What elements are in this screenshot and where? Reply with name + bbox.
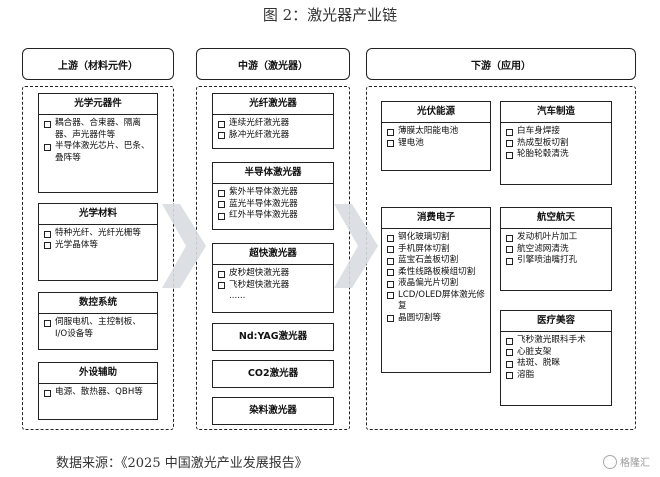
downstream-header: 下游（应用） (366, 48, 636, 80)
midstream-group-dye-laser: 染料激光器 (212, 397, 334, 425)
list-item: 溶脂 (505, 370, 607, 382)
group-title: 光学材料 (39, 204, 157, 225)
list-item: 特种光纤、光纤光栅等 (43, 228, 153, 240)
midstream-group-ndyag-laser: Nd:YAG激光器 (212, 323, 334, 351)
list-item: 光学晶体等 (43, 240, 153, 252)
downstream-group-automotive: 汽车制造 白车身焊接 热成型板切割 轮胎轮毂清洗 (500, 101, 612, 185)
group-title: 汽车制造 (501, 102, 611, 123)
group-title: 染料激光器 (249, 405, 297, 417)
list-item: 皮秒超快激光器 (217, 268, 329, 280)
group-title: 消费电子 (382, 208, 490, 229)
list-item: 热成型板切割 (505, 138, 607, 150)
upstream-group-peripherals: 外设辅助 电源、散热器、QBH等 (38, 362, 158, 420)
upstream-group-optical-materials: 光学材料 特种光纤、光纤光栅等 光学晶体等 (38, 203, 158, 281)
group-title: 光学元器件 (39, 94, 157, 115)
list-item: 白车身焊接 (505, 126, 607, 138)
list-item: 紫外半导体激光器 (217, 187, 329, 199)
list-item: 伺服电机、主控制板、I/O设备等 (43, 317, 153, 340)
midstream-group-semiconductor-laser: 半导体激光器 紫外半导体激光器 蓝光半导体激光器 红外半导体激光器 (212, 162, 334, 230)
midstream-header: 中游（激光器） (196, 48, 350, 80)
list-item: 连续光纤激光器 (217, 118, 329, 130)
watermark-logo-icon (603, 454, 617, 469)
list-item: 液晶偏光片切割 (386, 278, 486, 290)
group-title: 光伏能源 (382, 102, 490, 123)
list-item: 飞秒激光眼科手术 (505, 335, 607, 347)
list-item: 心脏支架 (505, 347, 607, 359)
upstream-group-optical-components: 光学元器件 耦合器、合束器、隔离器、声光器件等 半导体激光芯片、巴条、叠阵等 (38, 93, 158, 193)
downstream-group-consumer-electronics: 消费电子 钢化玻璃切割 手机屏体切割 蓝宝石盖板切割 柔性线路板模组切割 液晶偏… (381, 207, 491, 373)
group-title: Nd:YAG激光器 (238, 331, 308, 343)
list-item: 蓝光半导体激光器 (217, 199, 329, 211)
group-title: 航空航天 (501, 208, 611, 229)
list-item: 轮胎轮毂清洗 (505, 149, 607, 161)
more-ellipsis: ...... (229, 291, 246, 301)
downstream-group-pv-energy: 光伏能源 薄膜太阳能电池 锂电池 (381, 101, 491, 171)
upstream-header: 上游（材料元件） (22, 48, 174, 80)
list-item: 脉冲光纤激光器 (217, 130, 329, 142)
upstream-panel (22, 86, 174, 430)
group-title: 超快激光器 (213, 244, 333, 265)
list-item: 引擎喷油嘴打孔 (505, 255, 607, 267)
list-item: 红外半导体激光器 (217, 210, 329, 222)
watermark: 格隆汇 (603, 454, 650, 469)
flow-arrow-upstream-to-midstream (162, 204, 206, 288)
list-item: 半导体激光芯片、巴条、叠阵等 (43, 141, 153, 164)
downstream-group-aerospace: 航空航天 发动机叶片加工 航空滤网清洗 引擎喷油嘴打孔 (500, 207, 612, 291)
data-source-note: 数据来源：《2025 中国激光产业发展报告》 (56, 456, 308, 471)
list-item: 发动机叶片加工 (505, 232, 607, 244)
list-item: 钢化玻璃切割 (386, 232, 486, 244)
group-title: CO2激光器 (247, 368, 299, 380)
upstream-group-cnc-system: 数控系统 伺服电机、主控制板、I/O设备等 (38, 292, 158, 350)
list-item: 锂电池 (386, 138, 486, 150)
list-item: 晶圆切割等 (386, 313, 486, 325)
list-item: 薄膜太阳能电池 (386, 126, 486, 138)
group-title: 半导体激光器 (213, 163, 333, 184)
list-item: 柔性线路板模组切割 (386, 267, 486, 279)
list-item: LCD/OLED屏体激光修复 (386, 290, 486, 313)
list-item: 耦合器、合束器、隔离器、声光器件等 (43, 118, 153, 141)
list-item: 手机屏体切割 (386, 244, 486, 256)
group-title: 光纤激光器 (213, 94, 333, 115)
downstream-group-medical-aesthetics: 医疗美容 飞秒激光眼科手术 心脏支架 祛斑、脱眯 溶脂 (500, 310, 612, 406)
list-item: 飞秒超快激光器 (217, 280, 329, 292)
group-title: 外设辅助 (39, 363, 157, 384)
figure-title: 图 2：激光器产业链 (262, 6, 398, 24)
list-item: 航空滤网清洗 (505, 244, 607, 256)
watermark-text: 格隆汇 (620, 458, 650, 469)
midstream-group-fiber-laser: 光纤激光器 连续光纤激光器 脉冲光纤激光器 (212, 93, 334, 149)
group-title: 数控系统 (39, 293, 157, 314)
list-item: 电源、散热器、QBH等 (43, 387, 153, 399)
list-item: 祛斑、脱眯 (505, 358, 607, 370)
midstream-group-ultrafast-laser: 超快激光器 皮秒超快激光器 飞秒超快激光器 ...... (212, 243, 334, 313)
midstream-group-co2-laser: CO2激光器 (212, 360, 334, 388)
group-title: 医疗美容 (501, 311, 611, 332)
list-item: 蓝宝石盖板切割 (386, 255, 486, 267)
flow-arrow-midstream-to-downstream (334, 204, 378, 288)
